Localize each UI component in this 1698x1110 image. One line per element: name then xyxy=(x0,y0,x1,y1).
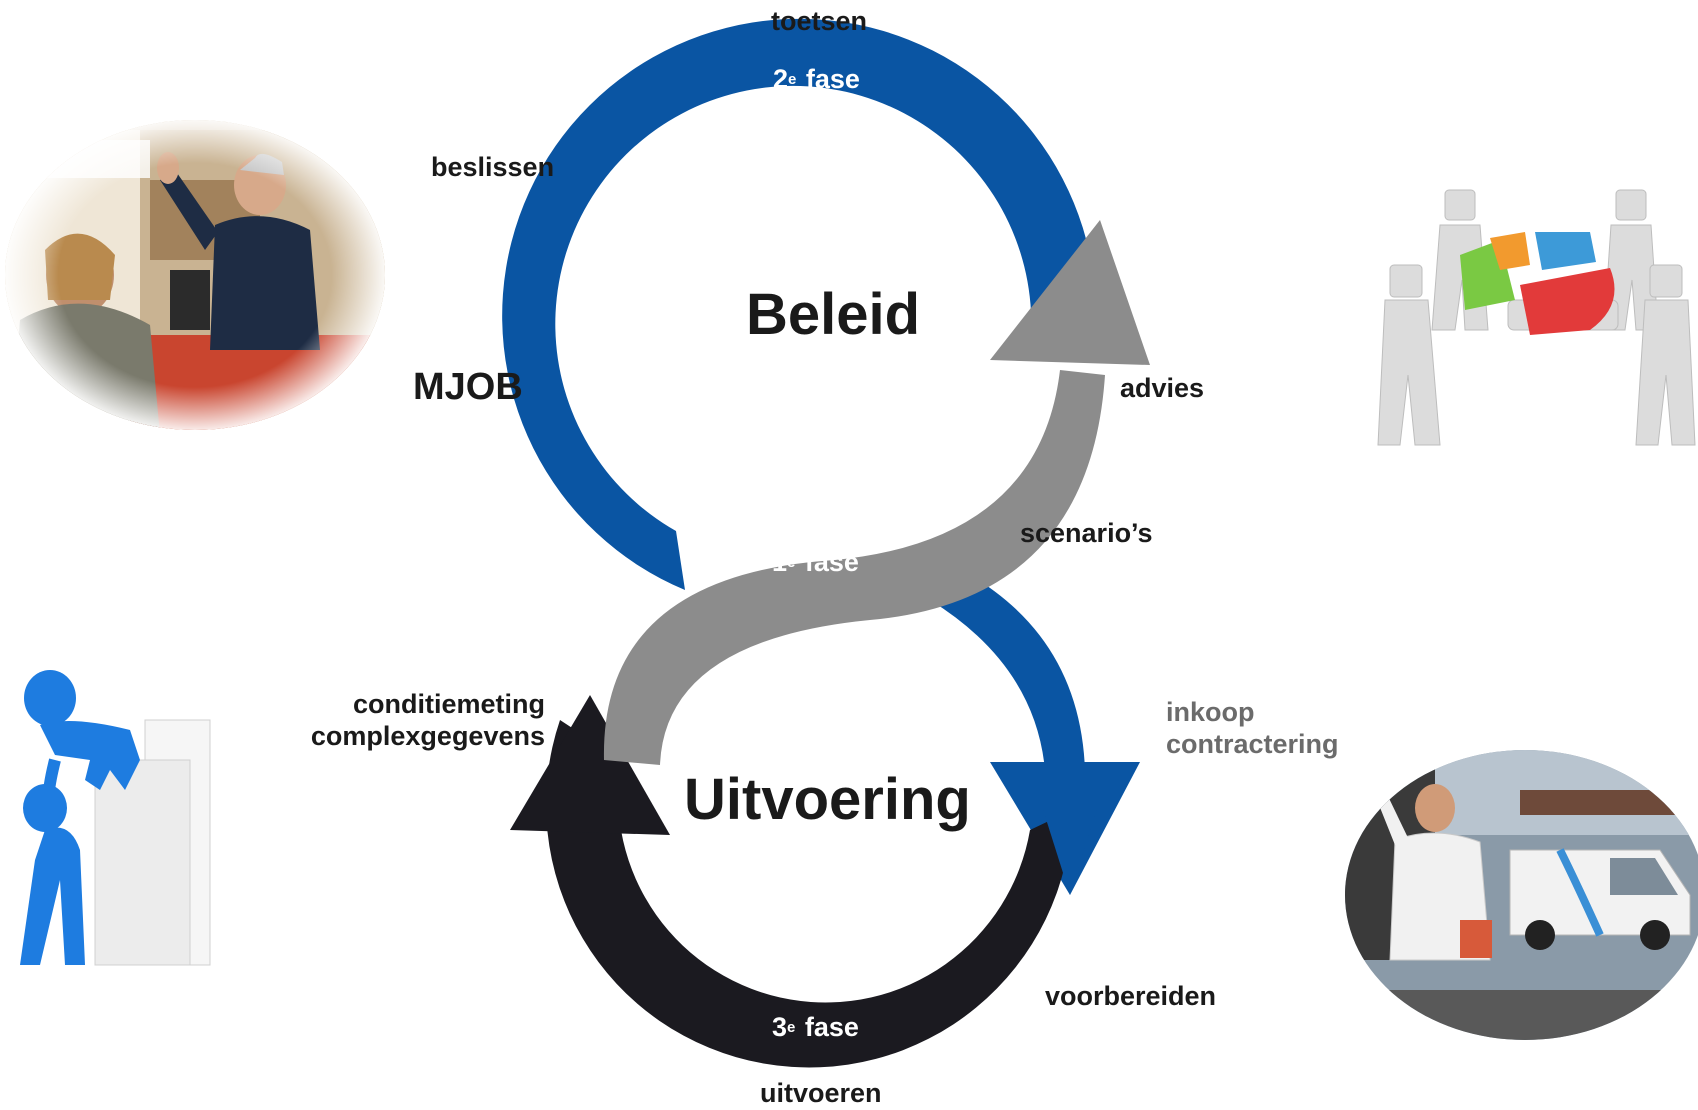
label-voorbereiden: voorbereiden xyxy=(1045,981,1217,1011)
bottom-circle-title: Uitvoering xyxy=(684,767,971,832)
phase-1-label: 1e fase xyxy=(772,547,859,577)
label-complexgegevens-line: complexgegevens xyxy=(310,721,545,752)
label-scenarios: scenario’s xyxy=(1020,518,1153,548)
gray-arrow-head xyxy=(990,220,1150,365)
label-toetsen: toetsen xyxy=(771,6,868,36)
label-contractering: contractering xyxy=(1166,729,1339,760)
black-arrow-head xyxy=(510,695,670,835)
label-inkoop: inkoop xyxy=(1166,697,1255,727)
label-inkoop-contractering: inkoop contractering xyxy=(1166,696,1339,761)
label-beslissen: beslissen xyxy=(431,152,555,182)
label-conditiemeting: conditiemeting complexgegevens xyxy=(265,688,545,753)
phase-3-label: 3e fase xyxy=(772,1012,859,1042)
label-conditiemeting-line: conditiemeting xyxy=(352,689,545,719)
label-advies: advies xyxy=(1120,373,1205,403)
phase-2-label: 2e fase xyxy=(773,64,860,94)
puzzle-figures-illustration xyxy=(1377,189,1696,446)
reception-desk-photo xyxy=(5,120,385,430)
phase-3-ring xyxy=(546,720,1072,1068)
painter-van-photo xyxy=(1345,750,1698,1040)
top-circle-title: Beleid xyxy=(746,282,921,347)
phase-1-s-arrow xyxy=(603,370,1105,765)
phase-2-descending-arm xyxy=(930,575,1085,770)
label-uitvoeren: uitvoeren xyxy=(760,1078,882,1108)
label-mjob: MJOB xyxy=(413,366,523,408)
blue-figure-climbing-illustration xyxy=(20,670,211,966)
